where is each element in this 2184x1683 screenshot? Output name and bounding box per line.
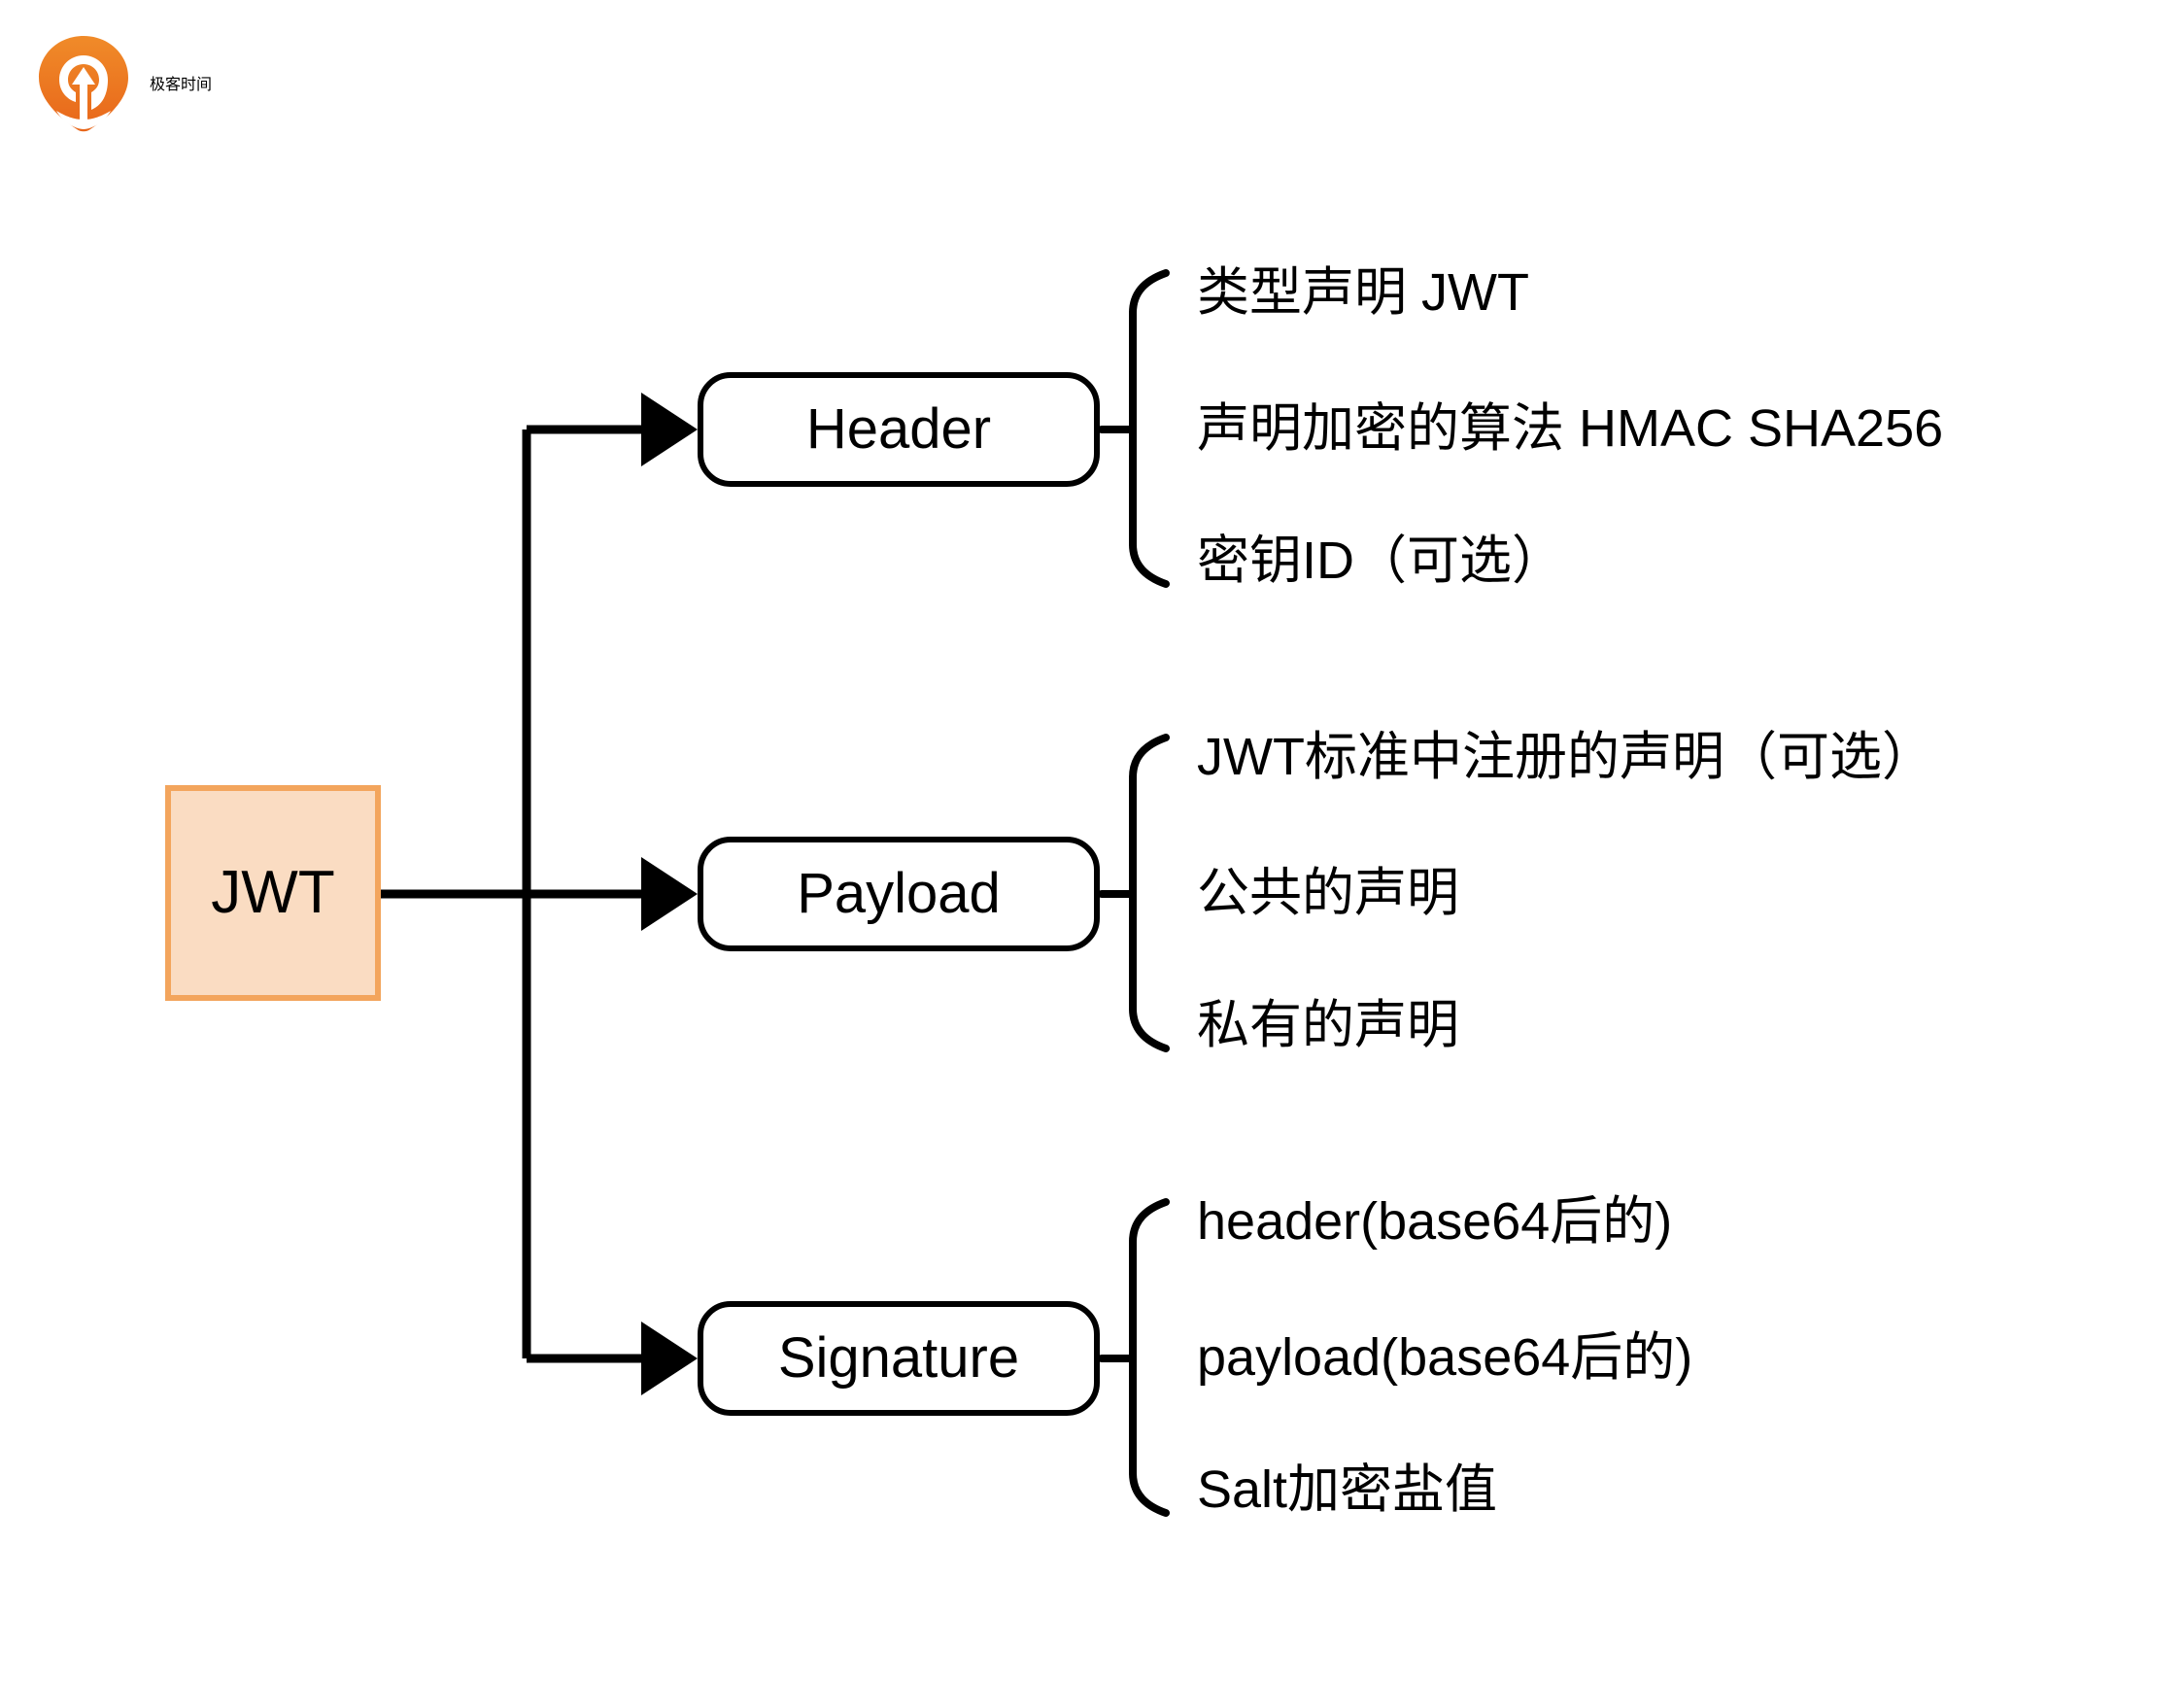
node-jwt-root-label: JWT — [211, 859, 335, 926]
leaf-signature-item-2: payload(base64后的) — [1197, 1328, 1693, 1387]
node-signature[interactable]: Signature — [698, 1301, 1100, 1416]
node-jwt-root[interactable]: JWT — [165, 785, 381, 1001]
leaf-header-item-3: 密钥ID（可选） — [1197, 532, 1564, 590]
root-connector-lines — [381, 425, 641, 1363]
leaf-header-item-1: 类型声明 JWT — [1197, 263, 1529, 322]
leaf-signature-item-3: Salt加密盐值 — [1197, 1460, 1498, 1519]
brand-name: 极客时间 — [150, 77, 213, 93]
brace-header — [1098, 269, 1170, 588]
brace-payload — [1098, 734, 1170, 1052]
node-header-label: Header — [805, 397, 992, 461]
node-signature-label: Signature — [777, 1326, 1020, 1390]
leaf-payload-item-2: 公共的声明 — [1197, 864, 1459, 922]
leaf-signature-item-1: header(base64后的) — [1197, 1192, 1673, 1251]
brace-signature — [1098, 1198, 1170, 1517]
brand-logo: 极客时间 — [35, 29, 212, 136]
leaf-header-item-2: 声明加密的算法 HMAC SHA256 — [1197, 399, 1944, 458]
node-payload-label: Payload — [797, 862, 1001, 925]
connector-arrowheads — [641, 393, 698, 1395]
node-payload[interactable]: Payload — [698, 837, 1100, 951]
geektime-pin-logo-icon — [39, 36, 128, 132]
leaf-payload-item-1: JWT标准中注册的声明（可选） — [1197, 728, 1934, 786]
leaf-payload-item-3: 私有的声明 — [1197, 996, 1459, 1054]
node-header[interactable]: Header — [698, 372, 1100, 487]
